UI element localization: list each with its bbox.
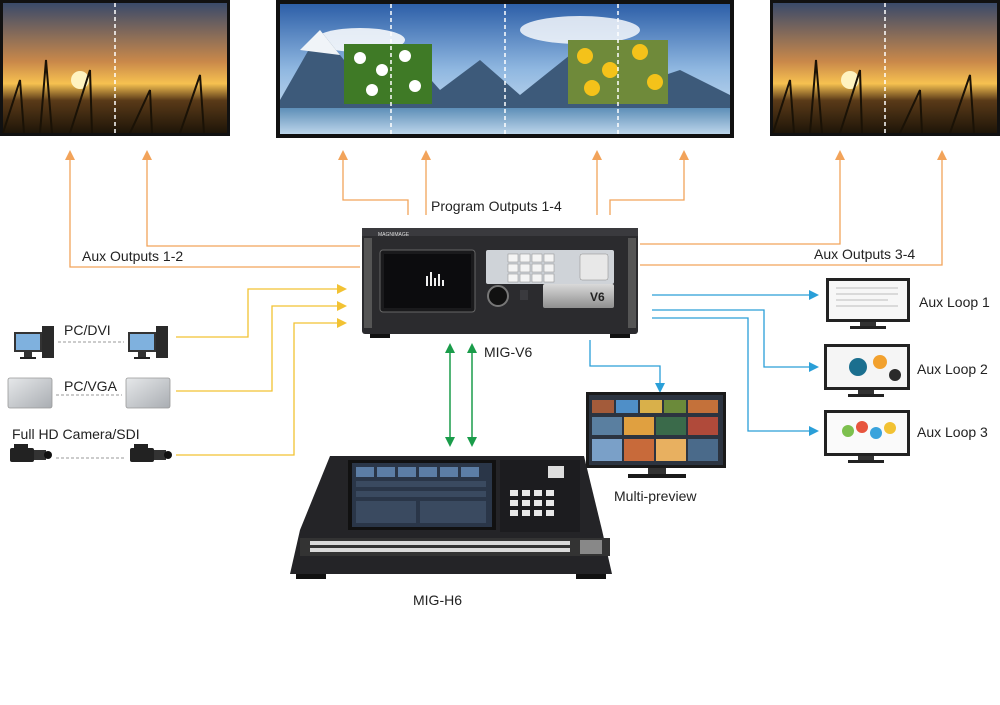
mig-v6-label: MIG-V6	[484, 344, 533, 360]
mig-v6-device: MAGNIMAGE V6	[362, 228, 638, 338]
model-badge: V6	[590, 290, 605, 304]
program-screen	[276, 0, 734, 138]
mig-h6-console	[290, 456, 612, 579]
device-brand: MAGNIMAGE	[378, 232, 410, 238]
monitor-icon	[824, 410, 910, 463]
monitor-icon	[826, 278, 910, 329]
laptop-icon	[125, 377, 171, 409]
loop-arrows	[589, 290, 819, 436]
aux-screen-left	[0, 0, 230, 136]
camcorder-icon	[130, 444, 172, 462]
computer-icon	[128, 326, 168, 359]
aux-screen-right	[770, 0, 1000, 136]
input-arrows	[176, 284, 347, 456]
multi-preview-monitor	[586, 392, 726, 478]
camera-sdi-label: Full HD Camera/SDI	[12, 426, 140, 442]
monitor-icon	[824, 344, 910, 397]
camcorder-icon	[10, 444, 52, 462]
multi-preview-label: Multi-preview	[614, 488, 697, 504]
pc-vga-label: PC/VGA	[64, 378, 117, 394]
pc-dvi-label: PC/DVI	[64, 322, 111, 338]
laptop-icon	[7, 377, 53, 409]
aux-loop-2-label: Aux Loop 2	[917, 361, 988, 377]
control-arrows	[445, 343, 477, 447]
computer-icon	[14, 326, 54, 359]
aux-outputs-left-label: Aux Outputs 1-2	[82, 248, 184, 264]
output-arrows	[65, 150, 947, 268]
aux-loop-1-label: Aux Loop 1	[919, 294, 990, 310]
aux-loop-3-label: Aux Loop 3	[917, 424, 988, 440]
program-outputs-label: Program Outputs 1-4	[431, 198, 562, 214]
aux-outputs-right-label: Aux Outputs 3-4	[814, 246, 916, 262]
mig-h6-label: MIG-H6	[413, 592, 462, 608]
